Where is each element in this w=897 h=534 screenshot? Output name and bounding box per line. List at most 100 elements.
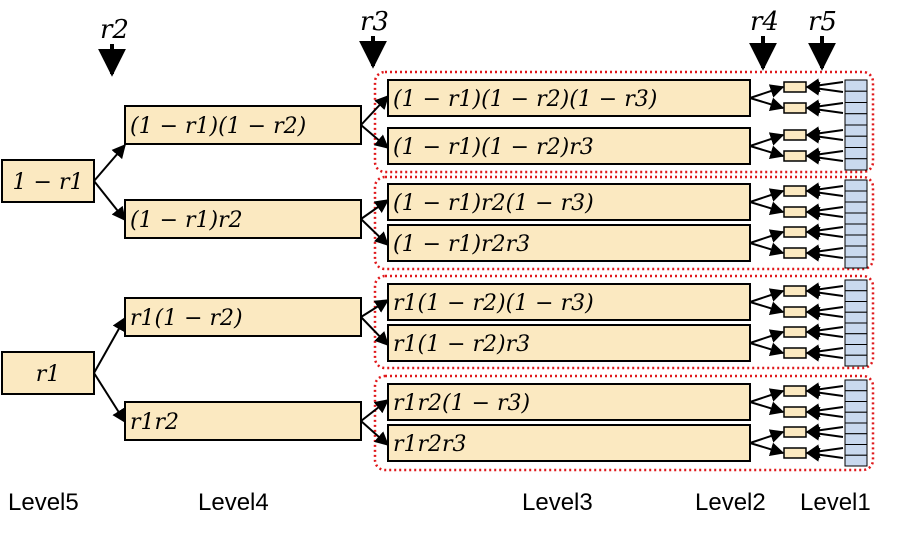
level2-box xyxy=(783,426,807,438)
level2-box xyxy=(783,406,807,418)
r3-label: r3 xyxy=(359,7,389,69)
edge-l5-l4 xyxy=(93,372,126,424)
edge-l3-l2 xyxy=(749,242,785,257)
level3-box-1: (1 − r1)(1 − r2)(1 − r3) xyxy=(387,79,751,117)
edge-l3-l2 xyxy=(749,329,785,344)
level2-box xyxy=(783,306,807,318)
level1-cell xyxy=(844,212,868,225)
edge-l1-l2 xyxy=(805,326,844,341)
level2-box xyxy=(783,326,807,338)
edge-l1-l2 xyxy=(805,423,844,438)
edge-l1-l2 xyxy=(805,282,844,297)
edge-l1-l2 xyxy=(805,285,844,300)
level1-label: Level1 xyxy=(800,489,871,516)
edge-l3-l2 xyxy=(749,229,785,244)
edge-l1-l2 xyxy=(805,347,844,362)
edge-l3-l2 xyxy=(749,201,785,216)
group-border-3 xyxy=(373,274,875,370)
level1-cell xyxy=(844,344,868,356)
edge-l3-l2 xyxy=(749,429,785,444)
level3-box-6: r1(1 − r2)r3 xyxy=(387,324,751,362)
level4-box-1: (1 − r1)(1 − r2) xyxy=(124,105,362,145)
svg-text:r4: r4 xyxy=(750,7,779,37)
edge-l4-l3 xyxy=(360,299,390,318)
edge-l1-l2 xyxy=(805,150,844,165)
level1-cell xyxy=(844,444,868,456)
level2-label: Level2 xyxy=(695,489,766,516)
level1-cell xyxy=(844,135,868,148)
level2-box xyxy=(783,81,807,93)
level4-label: Level4 xyxy=(198,489,269,516)
level1-cell xyxy=(844,223,868,236)
level2-box xyxy=(783,447,807,459)
level1-cell xyxy=(844,379,868,392)
edge-l1-l2 xyxy=(805,81,844,96)
edge-l3-l2 xyxy=(749,301,785,316)
edge-l5-l4 xyxy=(93,143,126,182)
level3-box-2: (1 − r1)(1 − r2)r3 xyxy=(387,127,751,165)
svg-text:1 − r1: 1 − r1 xyxy=(13,170,84,195)
edge-l4-l3 xyxy=(360,399,390,422)
edge-l1-l2 xyxy=(805,182,844,197)
group-border-4 xyxy=(373,374,875,472)
level1-cell xyxy=(844,454,868,467)
level3-box-5: r1(1 − r2)(1 − r3) xyxy=(387,283,751,321)
level1-cell xyxy=(844,190,868,203)
level1-cell xyxy=(844,158,868,171)
edge-l1-l2 xyxy=(805,203,844,218)
edge-l4-l3 xyxy=(360,124,390,149)
edge-l3-l2 xyxy=(749,97,785,112)
edge-l3-l2 xyxy=(749,132,785,147)
level1-cell xyxy=(844,433,868,445)
edge-l5-l4 xyxy=(93,180,126,222)
svg-text:(1 − r1)(1 − r2): (1 − r1)(1 − r2) xyxy=(130,114,306,139)
level2-box xyxy=(783,102,807,114)
level1-cell xyxy=(844,279,868,292)
edge-l1-l2 xyxy=(805,147,844,162)
edge-l3-l2 xyxy=(749,442,785,457)
edge-l1-l2 xyxy=(805,403,844,418)
edge-l1-l2 xyxy=(805,206,844,221)
edge-l1-l2 xyxy=(805,447,844,462)
level1-cell xyxy=(844,354,868,367)
level1-cell xyxy=(844,245,868,258)
level4-box-4: r1r2 xyxy=(124,401,362,441)
r5-label: r5 xyxy=(808,7,837,71)
edge-l1-l2 xyxy=(805,226,844,241)
edge-l1-l2 xyxy=(805,426,844,441)
edge-l1-l2 xyxy=(805,78,844,93)
level1-cell xyxy=(844,422,868,435)
edge-l3-l2 xyxy=(749,84,785,99)
edge-l3-l2 xyxy=(749,342,785,357)
level1-cell xyxy=(844,301,868,313)
level1-cell xyxy=(844,290,868,302)
level2-box xyxy=(783,206,807,218)
level1-cell xyxy=(844,234,868,247)
group-border-2 xyxy=(373,175,875,271)
level1-cell xyxy=(844,311,868,324)
edge-l1-l2 xyxy=(805,385,844,400)
edge-l1-l2 xyxy=(805,323,844,338)
level2-box xyxy=(783,185,807,197)
level1-cell xyxy=(844,79,868,92)
level2-box xyxy=(783,347,807,359)
level2-box xyxy=(783,226,807,238)
level5-box-1: 1 − r1 xyxy=(1,159,95,203)
edge-l5-l4 xyxy=(93,316,126,374)
edge-l1-l2 xyxy=(805,303,844,318)
edge-l1-l2 xyxy=(805,223,844,238)
level5-box-2: r1 xyxy=(1,351,95,395)
svg-text:(1 − r1)(1 − r2)r3: (1 − r1)(1 − r2)r3 xyxy=(393,135,594,160)
edge-l1-l2 xyxy=(805,129,844,144)
edge-l1-l2 xyxy=(805,102,844,117)
level3-label: Level3 xyxy=(522,489,593,516)
edge-l1-l2 xyxy=(805,344,844,359)
level1-cell xyxy=(844,179,868,192)
edge-l4-l3 xyxy=(360,199,390,220)
edge-l3-l2 xyxy=(749,401,785,416)
svg-text:r1r2: r1r2 xyxy=(130,410,179,435)
edge-l4-l3 xyxy=(360,94,389,126)
level4-box-3: r1(1 − r2) xyxy=(124,297,362,337)
